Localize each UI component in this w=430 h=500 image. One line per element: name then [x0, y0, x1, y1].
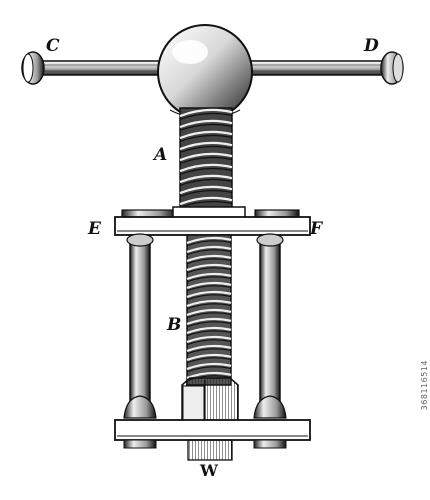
label-b: B — [166, 315, 181, 335]
hex-collar — [181, 377, 239, 426]
right-post — [253, 233, 287, 419]
bottom-crossbar — [114, 419, 311, 449]
label-e: E — [87, 219, 102, 239]
label-c: C — [46, 36, 60, 56]
label-w: W — [199, 461, 219, 480]
handle-knob-right — [380, 51, 404, 85]
stock-id-watermark: 368116514 — [420, 360, 429, 411]
label-a: A — [152, 145, 167, 165]
left-post — [123, 233, 157, 419]
lower-screw — [186, 234, 232, 386]
label-d: D — [363, 36, 379, 56]
handle-knob-left — [21, 51, 45, 85]
work-piece — [187, 439, 233, 461]
ball-head — [157, 24, 253, 120]
label-f: F — [309, 219, 324, 239]
upper-screw — [179, 107, 233, 213]
top-crossbar — [114, 206, 311, 236]
